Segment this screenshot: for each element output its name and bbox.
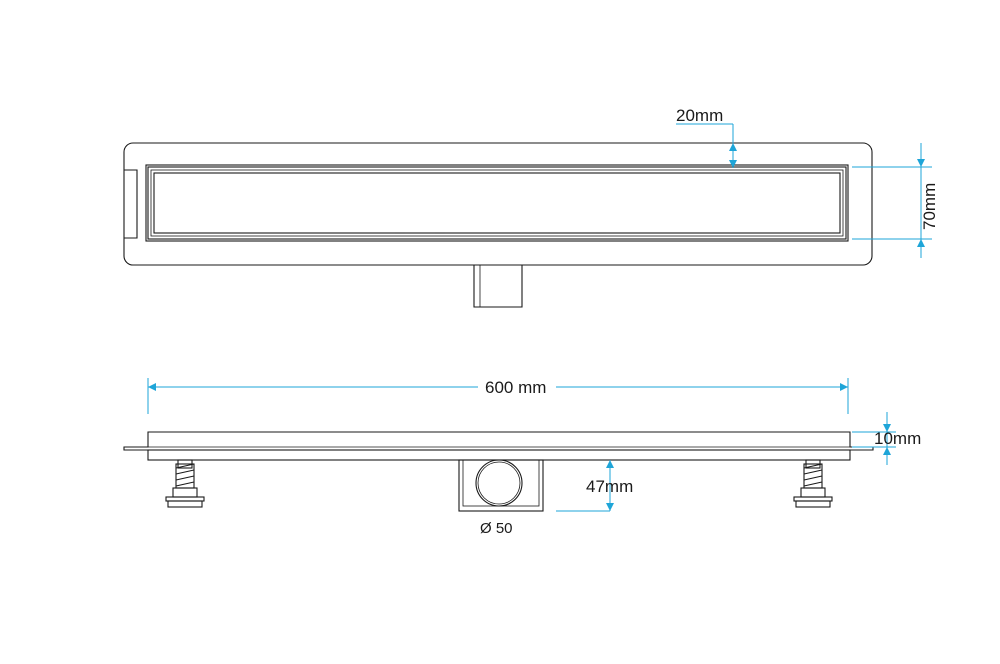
drain-end-cap	[124, 169, 138, 239]
leg-left	[165, 459, 205, 508]
grate-outer	[147, 166, 847, 240]
dim-label-600mm: 600 mm	[485, 378, 546, 397]
grate-panel	[153, 172, 841, 234]
outlet-stub-top	[473, 265, 523, 308]
grate-inner	[150, 169, 844, 237]
side-view	[123, 431, 874, 512]
drain-outer-frame	[123, 142, 873, 266]
dim-length: 600 mm	[147, 378, 849, 414]
channel-body	[147, 449, 851, 461]
dim-label-diameter: Ø 50	[480, 520, 513, 537]
dim-label-70mm: 70mm	[920, 183, 939, 230]
dim-grate-inset: 20mm	[676, 106, 737, 168]
dim-label-47mm: 47mm	[586, 477, 633, 496]
dim-label-20mm: 20mm	[676, 106, 723, 125]
outlet-box	[458, 459, 544, 512]
outlet-pipe	[475, 459, 523, 507]
dim-width: 70mm	[852, 143, 939, 258]
flange	[123, 431, 874, 451]
leg-right	[793, 459, 833, 508]
dim-label-10mm: 10mm	[874, 429, 921, 448]
top-view	[123, 142, 873, 308]
dim-flange-height: 10mm	[852, 412, 921, 465]
drain-channel	[145, 164, 849, 242]
dim-outlet-depth: 47mm	[556, 460, 633, 512]
